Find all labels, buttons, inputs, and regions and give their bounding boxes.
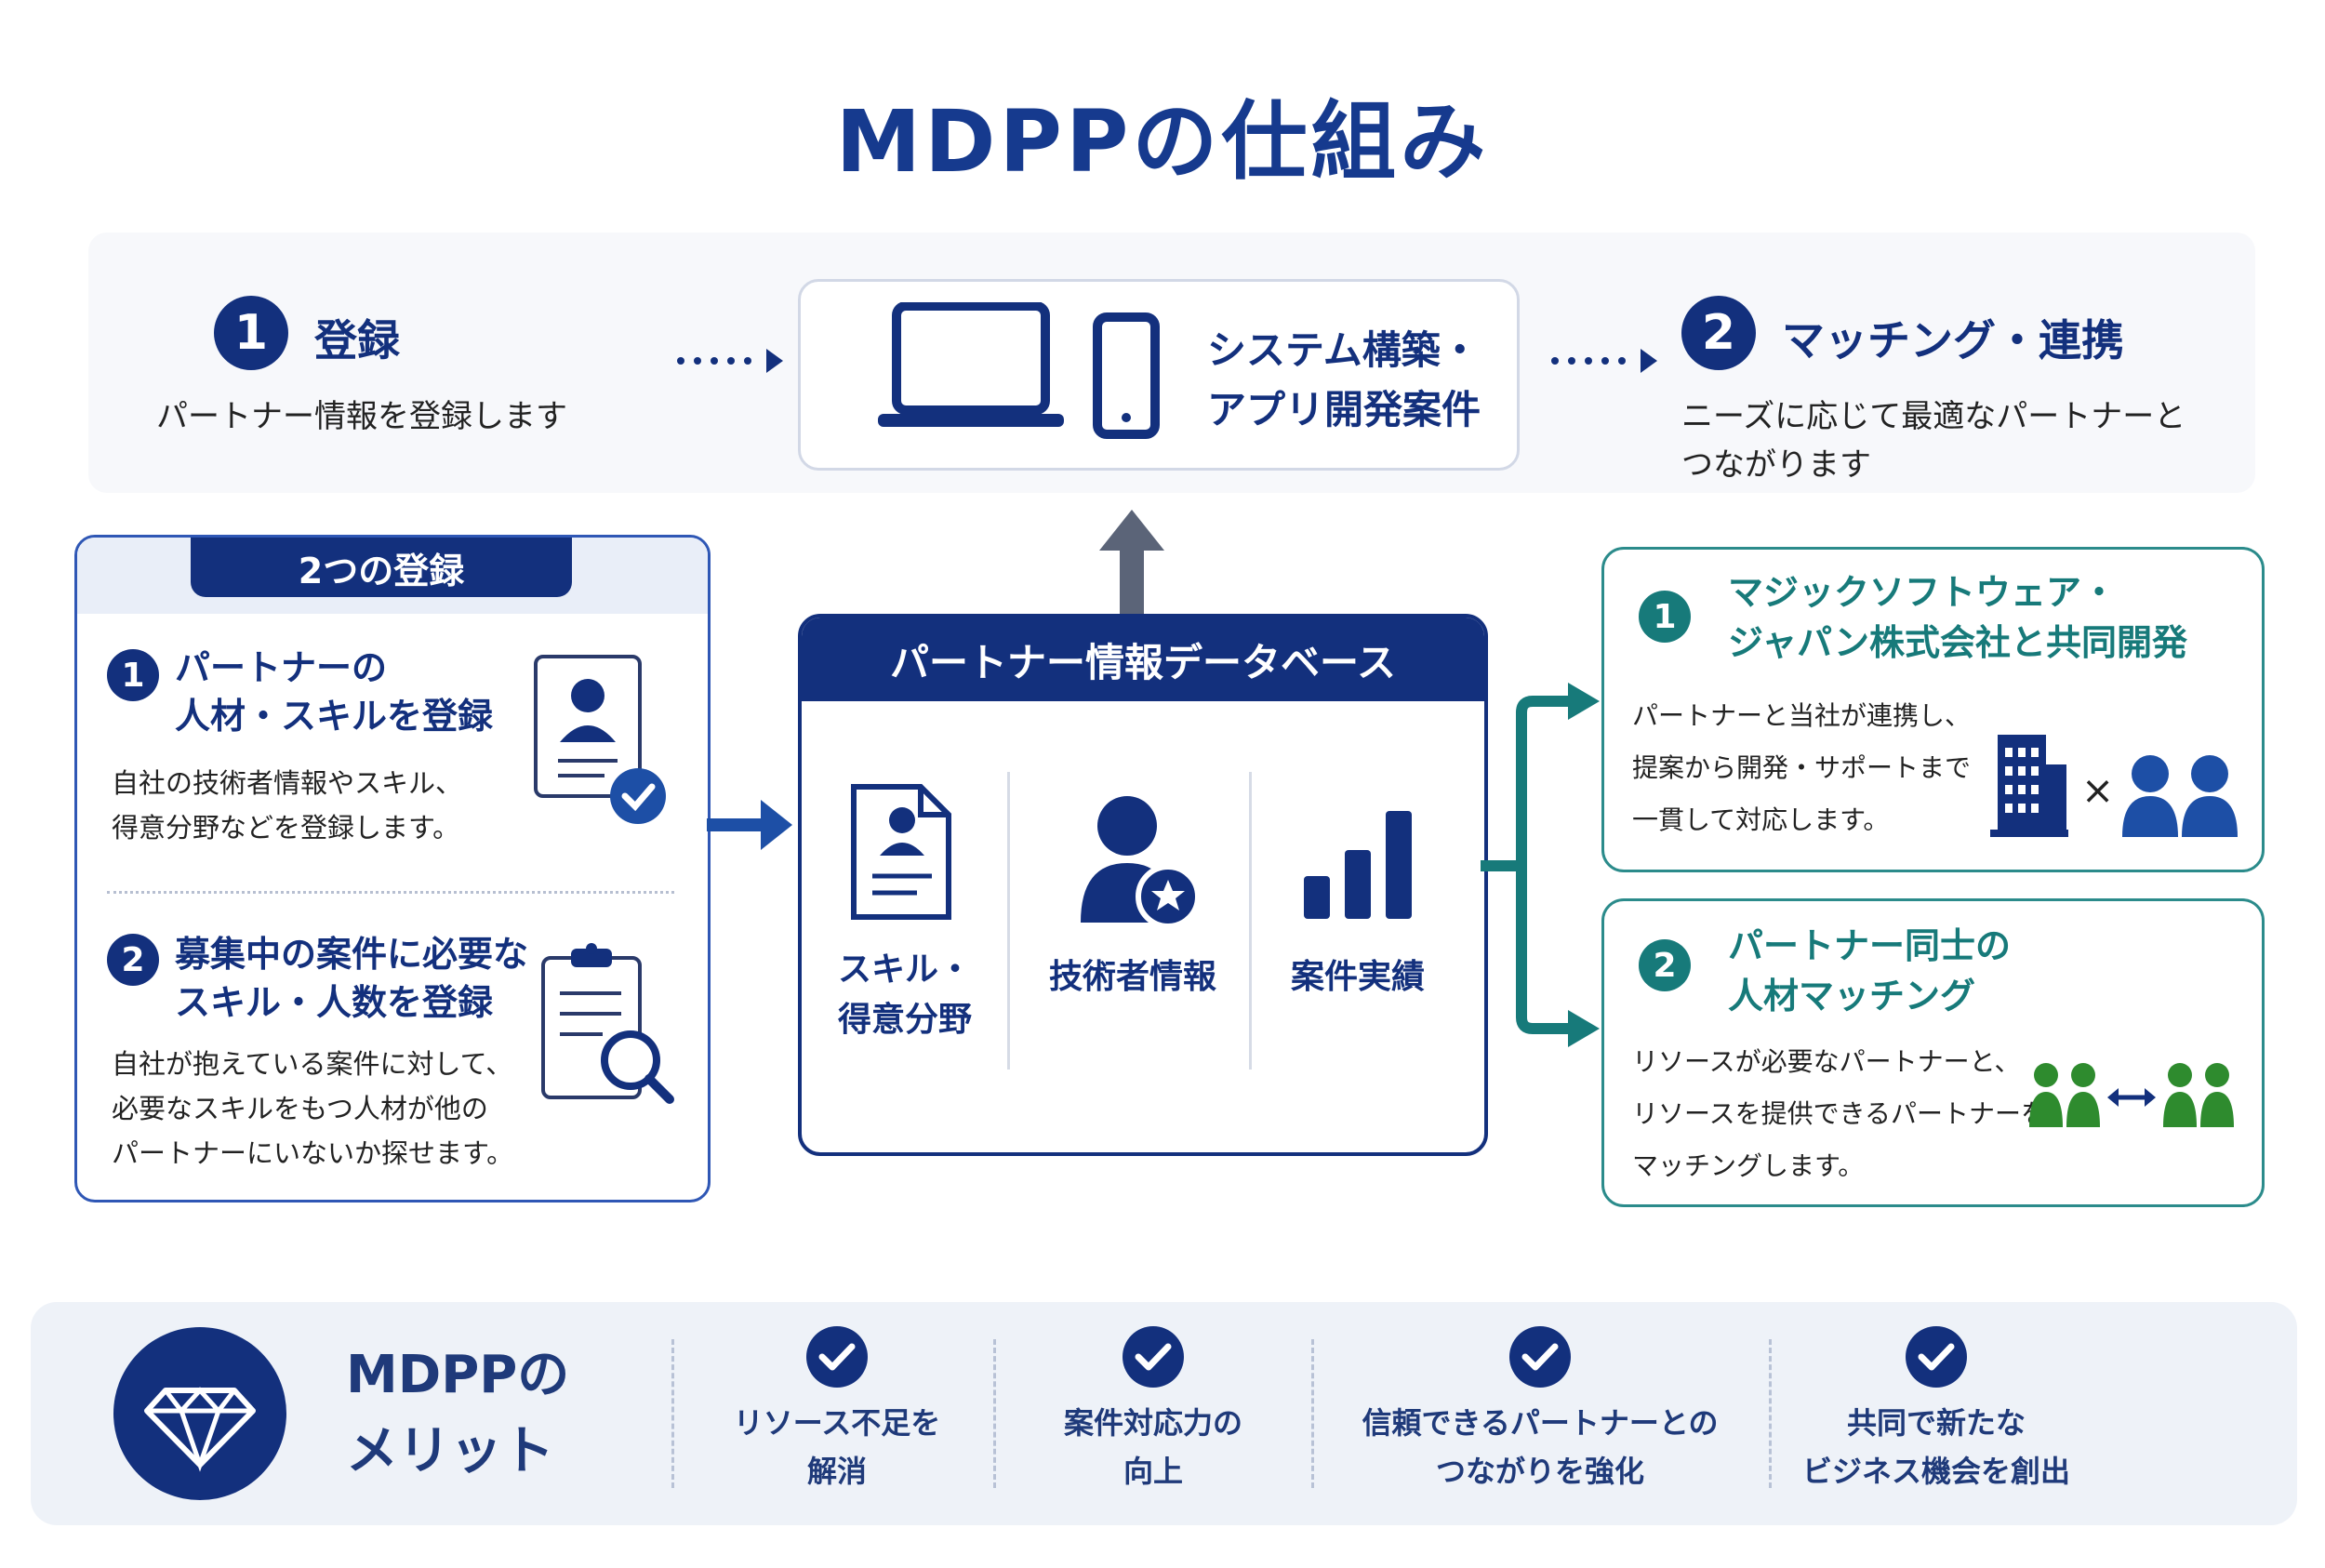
reg-item1-desc-line2: 得意分野などを登録します。 [112, 812, 460, 844]
merit-item: 信頼できるパートナーとの つながりを強化 [1321, 1326, 1760, 1495]
check-circle-icon [1123, 1326, 1184, 1388]
db-col2-label: 技術者情報 [1048, 958, 1216, 996]
reg-item1-desc-line1: 自社の技術者情報やスキル、 [112, 767, 463, 799]
diamond-icon [113, 1327, 286, 1500]
building-icon [1990, 735, 2068, 837]
db-col3-label: 案件実績 [1290, 958, 1425, 996]
merit-item: 共同で新たな ビジネス機会を創出 [1778, 1326, 2094, 1495]
step2-title: マッチング・連携 [1782, 315, 2124, 365]
merit-item: 案件対応力の 向上 [1004, 1326, 1302, 1495]
joint-dev-title-line2: ジャパン株式会社と共同開発 [1728, 622, 2188, 663]
step2-number: 2 [1681, 296, 1756, 370]
joint-dev-title: マジックソフトウェア・ ジャパン株式会社と共同開発 [1728, 567, 2187, 668]
page-title: MDPPの仕組み [835, 92, 1490, 192]
merit-line2: 解消 [806, 1454, 867, 1489]
db-col1-line1: スキル・ [837, 950, 972, 989]
talent-matching-number: 2 [1639, 939, 1691, 991]
merits-heading-line2: メリット [346, 1421, 554, 1482]
step2-desc-line1: ニーズに応じて最適なパートナーと [1681, 398, 2186, 435]
talent-matching-title: パートナー同士の 人材マッチング [1728, 921, 2011, 1021]
profile-check-icon [534, 655, 666, 824]
system-dev-line2: アプリ開発案件 [1207, 387, 1481, 432]
talent-matching-panel [1601, 898, 2265, 1207]
people-exchange-icon [2029, 1063, 2234, 1127]
reg-item2-desc-line3: パートナーにいないか探せます。 [112, 1137, 514, 1169]
merit-text: 信頼できるパートナーとの つながりを強化 [1362, 1399, 1718, 1495]
merits-heading: MDPPの メリット [346, 1337, 569, 1490]
joint-dev-desc-line2: 提案から開発・サポートまで [1632, 752, 1972, 783]
merit-text: リソース不足を 解消 [734, 1399, 940, 1495]
step2-desc: ニーズに応じて最適なパートナーと つながります [1681, 392, 2186, 489]
reg-item2-desc-line2: 必要なスキルをもつ人材が他の [112, 1093, 488, 1124]
merit-divider [993, 1339, 996, 1488]
times-sign: × [2081, 767, 2115, 813]
merit-line2: 向上 [1123, 1454, 1183, 1489]
joint-dev-number: 1 [1639, 591, 1691, 643]
reg-item2-desc: 自社が抱えている案件に対して、 必要なスキルをもつ人材が他の パートナーにいない… [112, 1042, 513, 1176]
system-dev-line1: システム構築・ [1207, 327, 1480, 373]
talent-matching-desc-line1: リソースが必要なパートナーと、 [1632, 1046, 2021, 1077]
partner-database-title: パートナー情報データベース [802, 618, 1484, 701]
reg-item2-number: 2 [107, 934, 159, 986]
reg-item2-title-line2: スキル・人数を登録 [175, 982, 494, 1023]
db-col1-line2: 得意分野 [837, 1001, 972, 1039]
merit-divider [1769, 1339, 1772, 1488]
merit-line1: 共同で新たな [1846, 1405, 2026, 1441]
merit-text: 共同で新たな ビジネス機会を創出 [1802, 1399, 2070, 1495]
merits-heading-line1: MDPPの [346, 1345, 570, 1405]
reg-item1-title: パートナーの 人材・スキルを登録 [175, 644, 493, 740]
reg-item1-number: 1 [107, 649, 159, 701]
branch-arrows [1481, 683, 1600, 1047]
talent-matching-title-line1: パートナー同士の [1728, 925, 2012, 966]
dotted-arrow-right [677, 349, 783, 373]
db-column-divider [1249, 772, 1252, 1070]
step1-title: 登録 [314, 315, 400, 365]
check-circle-icon [806, 1326, 868, 1388]
arrow-to-database [707, 800, 792, 850]
check-circle-icon [1906, 1326, 1967, 1388]
merit-divider [671, 1339, 674, 1488]
panel-divider [107, 891, 674, 894]
system-dev-label: システム構築・ アプリ開発案件 [1207, 321, 1481, 440]
merit-item: リソース不足を 解消 [688, 1326, 986, 1495]
people-pair-icon [2122, 755, 2238, 837]
db-col1-label: スキル・ 得意分野 [817, 945, 993, 1045]
joint-dev-desc-line3: 一貫して対応します。 [1632, 804, 1890, 835]
reg-item1-title-line2: 人材・スキルを登録 [175, 696, 494, 737]
db-column-divider [1007, 772, 1010, 1070]
talent-matching-title-line2: 人材マッチング [1728, 976, 1976, 1017]
reg-item2-title: 募集中の案件に必要な スキル・人数を登録 [175, 930, 528, 1027]
bar-chart-icon [1304, 811, 1412, 919]
merit-divider [1311, 1339, 1314, 1488]
merit-line1: 案件対応力の [1063, 1405, 1242, 1441]
joint-dev-desc-line1: パートナーと当社が連携し、 [1632, 700, 1972, 731]
merit-line2: ビジネス機会を創出 [1801, 1454, 2070, 1489]
clipboard-search-icon [541, 943, 674, 1104]
merit-line1: 信頼できるパートナーとの [1362, 1405, 1719, 1441]
joint-dev-desc: パートナーと当社が連携し、 提案から開発・サポートまで 一貫して対応します。 [1632, 690, 1971, 846]
reg-item2-title-line1: 募集中の案件に必要な [175, 934, 529, 975]
talent-matching-desc-line3: マッチングします。 [1632, 1150, 1865, 1181]
engineer-star-icon [1081, 796, 1201, 929]
joint-dev-title-line1: マジックソフトウェア・ [1728, 572, 2118, 613]
registration-tab: 2つの登録 [191, 538, 572, 597]
talent-matching-desc-line2: リソースを提供できるパートナーを [1632, 1098, 2048, 1129]
step1-desc: パートナー情報を登録します [156, 398, 567, 435]
reg-item1-desc: 自社の技術者情報やスキル、 得意分野などを登録します。 [112, 761, 462, 850]
check-circle-icon [1509, 1326, 1571, 1388]
merit-text: 案件対応力の 向上 [1064, 1399, 1242, 1495]
skill-document-icon [851, 784, 951, 920]
merit-line1: リソース不足を [733, 1405, 941, 1441]
reg-item1-title-line1: パートナーの [175, 647, 388, 688]
step1-number: 1 [214, 296, 288, 370]
step2-desc-line2: つながります [1681, 446, 1871, 484]
reg-item2-desc-line1: 自社が抱えている案件に対して、 [112, 1048, 513, 1080]
up-arrow-icon [1099, 510, 1164, 614]
talent-matching-desc: リソースが必要なパートナーと、 リソースを提供できるパートナーを マッチングしま… [1632, 1036, 2047, 1192]
merit-line2: つながりを強化 [1435, 1454, 1644, 1489]
laptop-phone-icon [878, 302, 1160, 439]
dotted-arrow-right-2 [1551, 349, 1657, 373]
